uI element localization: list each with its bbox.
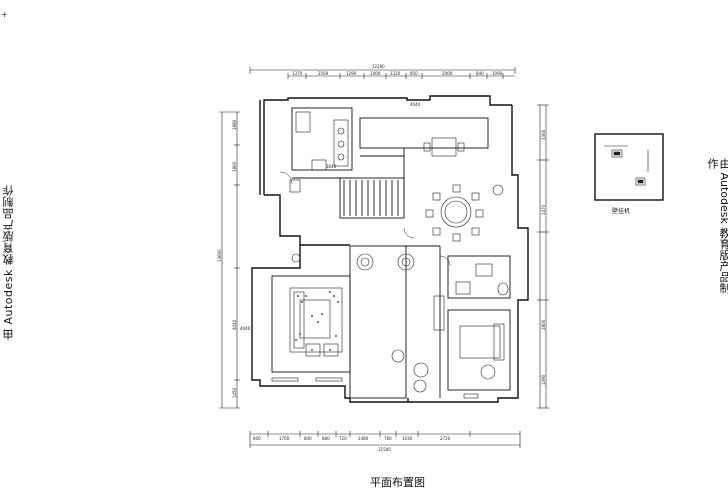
dining-table-small [423, 137, 465, 157]
dim-top-1: 1370 [292, 71, 303, 76]
plan-title: 平面布置图 [370, 476, 425, 489]
dim-top-5: 1320 [390, 71, 401, 76]
dim-bottom-3: 840 [304, 436, 312, 441]
staircase-treads [343, 180, 399, 216]
detail-label: 壁挂机 [612, 208, 631, 215]
dim-right-1: 3360 [541, 129, 546, 140]
dim-bottom-7: 780 [384, 436, 392, 441]
living-seating [391, 295, 445, 393]
left-dimension-chain [219, 111, 240, 409]
dim-left-3: 4040 [232, 319, 237, 330]
dim-top-total: 12200 [372, 64, 385, 69]
dim-bottom-1: 600 [253, 436, 261, 441]
dim-bottom-4: 880 [322, 436, 330, 441]
dim-bottom-8: 1030 [402, 436, 413, 441]
dim-top-7: 2000 [442, 71, 453, 76]
inner-dimension-label: 4040 [410, 102, 421, 107]
wall-unit-detail-frame [594, 133, 664, 201]
watermark-left: 由 Autodesk 教育版产品制作 [2, 184, 15, 340]
bathroom-fixtures [455, 263, 509, 296]
sofa-set [271, 287, 343, 382]
dim-right-2: 1470 [541, 204, 546, 215]
dim-left-4: 1450 [232, 387, 237, 398]
dim-top-3: 1290 [346, 71, 357, 76]
plant-pots [291, 184, 504, 271]
dim-top-8: 840 [476, 71, 484, 76]
corner-mark: + [1, 10, 8, 19]
dim-right-4: 1390 [541, 374, 546, 385]
dim-left-total: 13600 [217, 249, 222, 262]
inner-dimension-label: 3040 [326, 164, 337, 169]
top-dimension-chain [249, 67, 516, 79]
dim-bottom-9: 2720 [440, 436, 451, 441]
bottom-dimension-chain [249, 431, 521, 448]
kitchen-fixtures [289, 111, 349, 193]
dim-bottom-6: 1480 [358, 436, 369, 441]
wall-unit-detail-marks [604, 145, 649, 186]
dim-bottom-total: 11500 [378, 447, 391, 452]
dim-top-9: 1090 [492, 71, 503, 76]
round-dining-table [425, 184, 484, 242]
interior-walls [271, 107, 511, 399]
bedroom-bed [459, 323, 505, 399]
dim-right-3: 2800 [541, 319, 546, 330]
dim-top-2: 2569 [318, 71, 329, 76]
dim-bottom-2: 1700 [279, 436, 290, 441]
dim-left-1: 1880 [232, 119, 237, 130]
dim-top-6: 850 [410, 71, 418, 76]
doors [279, 171, 451, 267]
right-dimension-chain [537, 104, 549, 409]
sofa-fabric-texture [295, 291, 339, 351]
watermark-right: 由 Autodesk 教育版产品制作 [706, 158, 728, 294]
exterior-walls [251, 95, 529, 403]
dim-left-2: 1860 [232, 161, 237, 172]
dim-bottom-5: 720 [339, 436, 347, 441]
inner-dimension-label: 4040 [240, 326, 251, 331]
dim-top-4: 1400 [370, 71, 381, 76]
